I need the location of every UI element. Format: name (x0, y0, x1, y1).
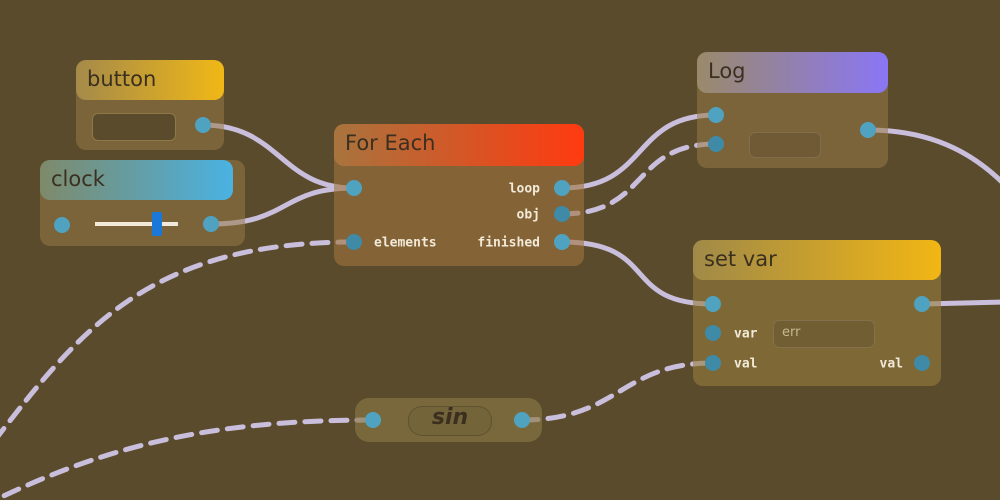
value-input-port[interactable] (708, 136, 724, 152)
output-port[interactable] (860, 122, 876, 138)
exec-input-port[interactable] (705, 296, 721, 312)
wire-loop-log (559, 112, 719, 191)
clock-slider-track[interactable] (95, 222, 178, 226)
exec-output-port[interactable] (914, 296, 930, 312)
wire-elements-in (0, 239, 357, 438)
var-name-value: err (782, 325, 801, 340)
node-title: sin (431, 405, 469, 430)
elements-label: elements (374, 235, 437, 251)
var-label: var (734, 326, 758, 342)
sin-label-pill (408, 406, 492, 436)
wire-sin-val (519, 360, 716, 423)
val-output-port[interactable] (914, 355, 930, 371)
val-output-label: val (879, 356, 903, 372)
log-value-field[interactable] (749, 132, 821, 158)
finished-output-port[interactable] (554, 234, 570, 250)
clock-slider-thumb[interactable] (152, 212, 163, 236)
exec-input-port[interactable] (346, 180, 362, 196)
node-title[interactable]: Log (697, 52, 888, 93)
loop-output-port[interactable] (554, 180, 570, 196)
output-port[interactable] (514, 412, 530, 428)
wire-obj-log (559, 141, 719, 217)
input-port[interactable] (54, 217, 70, 233)
node-button[interactable]: button (76, 60, 224, 150)
node-log[interactable]: Log (697, 52, 888, 168)
obj-output-port[interactable] (554, 206, 570, 222)
elements-input-port[interactable] (346, 234, 362, 250)
wire-sin-in (0, 417, 376, 500)
wire-finished-setvar (559, 239, 716, 307)
exec-input-port[interactable] (708, 107, 724, 123)
node-clock[interactable]: clock (40, 160, 245, 246)
wire-log-out (865, 127, 1000, 184)
node-title[interactable]: clock (40, 160, 233, 200)
var-input-port[interactable] (705, 325, 721, 341)
obj-label: obj (516, 207, 540, 223)
node-title[interactable]: For Each (334, 124, 584, 166)
button-widget[interactable] (92, 113, 176, 141)
finished-label: finished (477, 235, 540, 251)
val-input-port[interactable] (705, 355, 721, 371)
var-name-input[interactable] (773, 320, 875, 348)
val-input-label: val (734, 356, 758, 372)
node-set-var[interactable]: set var var err val val (693, 240, 941, 386)
output-port[interactable] (203, 216, 219, 232)
node-title[interactable]: button (76, 60, 224, 100)
wire-button-foreach (200, 122, 357, 191)
node-sin[interactable]: sin (355, 398, 542, 442)
node-for-each[interactable]: For Each loop obj elements finished (334, 124, 584, 266)
node-title[interactable]: set var (693, 240, 941, 280)
loop-label: loop (508, 181, 540, 197)
output-port[interactable] (195, 117, 211, 133)
input-port[interactable] (365, 412, 381, 428)
